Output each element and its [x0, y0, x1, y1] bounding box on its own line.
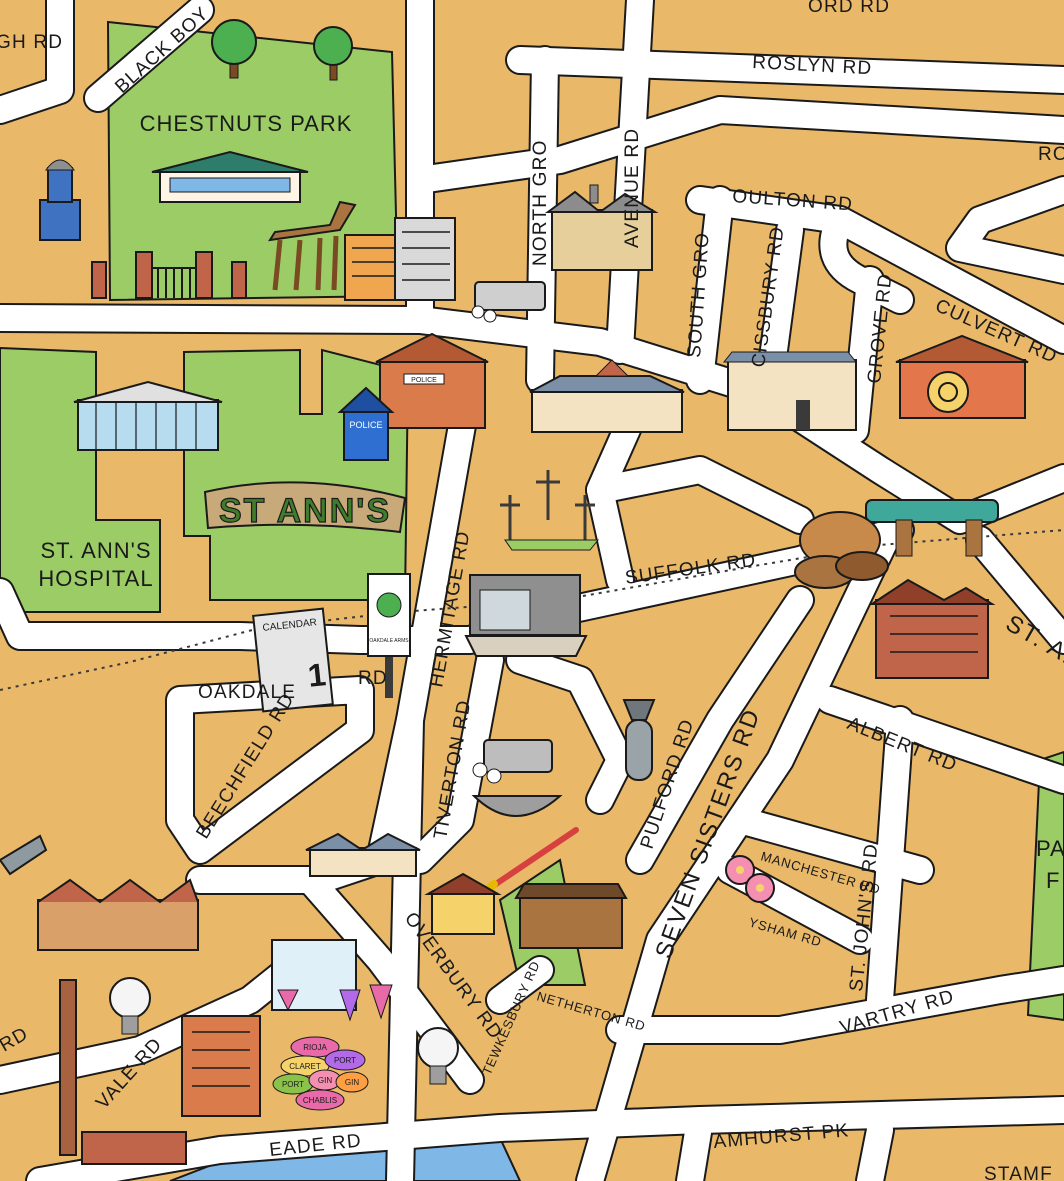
tree-icon	[211, 19, 257, 79]
calendar-icon: CALENDAR 1	[252, 607, 334, 713]
park-label-hospital-1: ST. ANN'S	[40, 538, 151, 563]
candy-label-6: GIN	[345, 1078, 359, 1087]
bath-icon	[471, 739, 563, 817]
light-bulb-icon	[109, 977, 151, 1035]
candy-label-7: CHABLIS	[303, 1096, 337, 1105]
bread-icon	[794, 511, 889, 589]
conservatory-icon	[73, 380, 223, 451]
police-lamp-icon: POLICE	[337, 386, 395, 461]
basin-icon	[471, 281, 546, 323]
church-icon	[544, 184, 659, 271]
candy-pile-icon: RIOJA CLARET PORT PORT GIN GIN CHABLIS	[272, 1036, 369, 1111]
chimney-icon	[59, 979, 77, 1156]
road-label-oakdale-rd: RD	[358, 668, 388, 689]
police-station-icon[interactable]: POLICE	[375, 332, 489, 429]
dress-shop-icon	[271, 939, 393, 1022]
police-station-sign: POLICE	[411, 377, 437, 384]
footbridge-icon	[865, 499, 999, 557]
chapel-building-icon	[529, 359, 685, 433]
candy-label-3: PORT	[334, 1056, 356, 1065]
road-label-north-gro: NORTH GRO	[530, 139, 551, 266]
park-label-hospital-2: HOSPITAL	[38, 566, 153, 591]
wooden-horse-icon	[268, 200, 357, 291]
park-label-chestnuts: CHESTNUTS PARK	[140, 111, 353, 136]
road-label-oakdale: OAKDALE	[198, 682, 296, 703]
pavilion-icon[interactable]	[151, 150, 309, 203]
pub-sign-icon[interactable]: OAKDALE ARMS	[367, 573, 411, 698]
candy-label-2: CLARET	[289, 1062, 321, 1071]
warehouse-building-icon	[181, 1015, 261, 1117]
road-label-right-top-partial: RO	[1038, 144, 1064, 165]
park-gates-icon	[91, 251, 247, 299]
road-label-left-top-partial: GH RD	[0, 32, 63, 53]
st-anns-hospital-area[interactable]	[0, 346, 161, 613]
park-label-east-1: PA	[1036, 836, 1064, 861]
tree-icon	[313, 26, 353, 81]
house-icon	[305, 832, 421, 877]
candy-label-5: GIN	[318, 1076, 332, 1085]
house-icon	[722, 351, 858, 431]
house-icon	[514, 883, 628, 949]
hedge-text: ST ANN'S	[219, 492, 391, 530]
road-label-stamford-partial: STAMF	[984, 1164, 1053, 1181]
park-label-east-2: F	[1046, 868, 1060, 893]
candy-label-4: PORT	[282, 1080, 304, 1089]
low-building-icon	[81, 1131, 187, 1165]
hospital-grounds-area[interactable]	[183, 348, 410, 601]
clock-tower-icon	[39, 159, 81, 241]
snail-mural-icon	[895, 334, 1029, 419]
factory-icon	[37, 878, 199, 951]
pub-sign-text: OAKDALE ARMS	[369, 638, 409, 644]
apartment-building-icon	[344, 217, 456, 301]
hedge-lettering: ST ANN'S	[203, 481, 407, 534]
road-label-top-partial: ORD RD	[808, 0, 890, 17]
tunnel-icon	[464, 574, 588, 657]
east-park-area[interactable]	[1026, 750, 1064, 1022]
road-label-avenue: AVENUE RD	[622, 128, 643, 248]
airplane-icon	[0, 834, 48, 876]
house-icon	[424, 872, 502, 935]
light-bulb-icon	[417, 1027, 459, 1085]
flower-icon	[725, 855, 775, 903]
candy-label-1: RIOJA	[303, 1043, 327, 1052]
cemetery-cross-icon	[500, 470, 600, 551]
calendar-day: 1	[306, 656, 327, 694]
police-lamp-label: POLICE	[349, 420, 382, 430]
bomb-icon	[622, 699, 656, 781]
theatre-building-icon	[868, 578, 996, 679]
